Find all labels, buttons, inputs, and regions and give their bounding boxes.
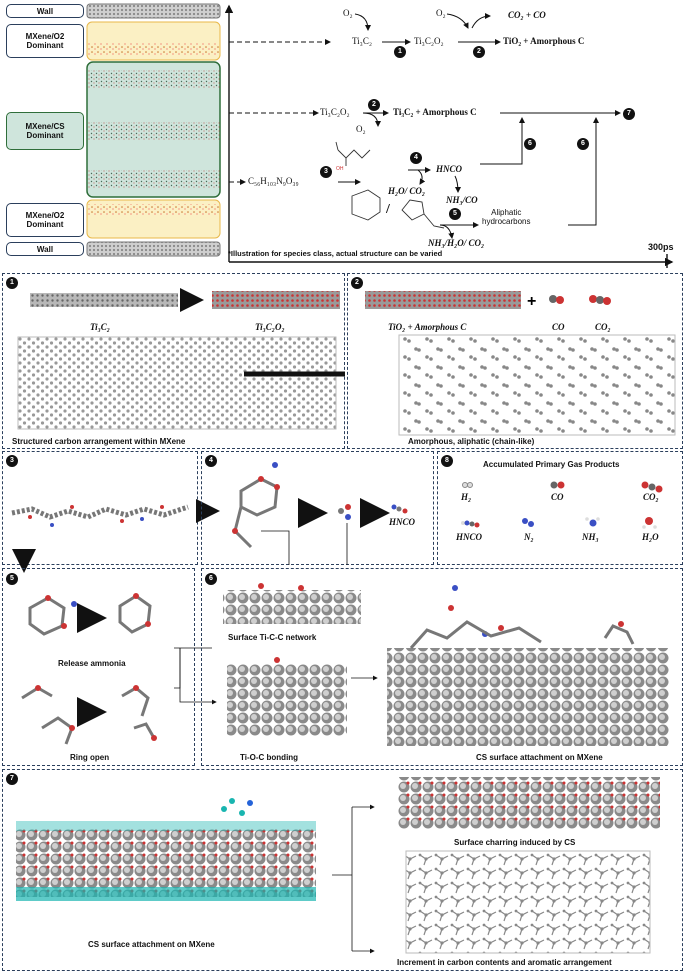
p8-title: Accumulated Primary Gas Products	[483, 460, 620, 469]
panel-4-badge: 4	[205, 455, 217, 467]
panel-1-badge: 1	[6, 277, 18, 289]
panel-1	[2, 273, 345, 449]
r1-products: TiO₂ + Amorphous C	[503, 36, 585, 46]
step-1-badge: 1	[394, 46, 406, 58]
panel-2-graphics: +	[365, 291, 676, 436]
r1-ti3c2o2: Ti₃C₂O₂	[414, 36, 444, 46]
p8-gas-h2: H₂	[461, 492, 472, 502]
panel-7-graphics	[16, 777, 660, 954]
p5-release: Release ammonia	[58, 659, 126, 668]
panel-8-badge: 8	[441, 455, 453, 467]
cs-label: MXene/CS Dominant	[6, 112, 84, 150]
p4-hnco: HNCO	[389, 517, 416, 527]
panel-8	[437, 451, 683, 565]
p8-gas-hnco: HNCO	[456, 532, 483, 542]
r3-formula: C₅₆H₁₀₃N₉O₃₉	[248, 176, 299, 186]
p8-gas-n2: N₂	[524, 532, 534, 542]
footnote: *Illustration for species class, actual …	[228, 249, 443, 258]
p6-attach: CS surface attachment on MXene	[476, 753, 603, 762]
step-2b-badge: 2	[368, 99, 380, 111]
r3-hnco: HNCO	[436, 164, 463, 174]
p1-ti3c2: Ti₃C₂	[90, 322, 110, 332]
r2-o2: O₂	[356, 124, 366, 134]
r3-slash: /	[386, 202, 390, 217]
r3-nh3-co: NH₃/CO	[446, 195, 478, 205]
r3-aliphatic: Aliphatic hydrocarbons	[482, 208, 531, 226]
step-6a-badge: 6	[524, 138, 536, 150]
panel-1-graphics	[17, 288, 345, 430]
step-4-badge: 4	[410, 152, 422, 164]
o2-top-label: MXene/O2 Dominant	[6, 24, 84, 58]
step-3-badge: 3	[320, 166, 332, 178]
p6-bond: Ti-O-C bonding	[240, 753, 299, 762]
p1-caption: Structured carbon arrangement within MXe…	[12, 437, 186, 446]
p8-gas-co2: CO₂	[643, 492, 659, 502]
p8-gas-co: CO	[551, 492, 564, 502]
panel-6	[201, 568, 683, 766]
panel-5-graphics	[21, 593, 217, 745]
r2-products: Ti₃C₂ + Amorphous C	[393, 107, 477, 117]
p5-ring: Ring open	[70, 753, 110, 762]
p7-attach: CS surface attachment on MXene	[88, 940, 215, 949]
panel-4-graphics	[232, 462, 408, 565]
p7-charring: Surface charring induced by CS	[454, 838, 576, 847]
r1-gases: CO₂ + CO	[508, 10, 546, 20]
panel-2	[347, 273, 683, 449]
panel-7-badge: 7	[6, 773, 18, 785]
panel-3-graphics	[11, 499, 220, 573]
svg-text:+: +	[527, 293, 536, 310]
step-6b-badge: 6	[577, 138, 589, 150]
step-7-badge: 7	[623, 108, 635, 120]
panel-7	[2, 769, 683, 971]
p8-gas-h2o: H₂O	[642, 532, 659, 542]
wall-bottom-label: Wall	[6, 242, 84, 256]
panel-2-badge: 2	[351, 277, 363, 289]
p6-network: Surface Ti-C-C network	[228, 633, 317, 642]
p1-ti3c2o2: Ti₃C₂O₂	[255, 322, 285, 332]
svg-text:OH: OH	[336, 166, 344, 172]
panel-3-badge: 3	[6, 455, 18, 467]
r2-reactant: Ti₃C₂O₂	[320, 107, 350, 117]
panel-5	[2, 568, 195, 766]
r1-o2b: O₂	[436, 8, 446, 18]
top-diagram-svg: OH	[86, 3, 674, 268]
p8-gas-nh3: NH₃	[582, 532, 599, 542]
panel-6-graphics	[223, 583, 669, 746]
step-2-badge: 2	[473, 46, 485, 58]
panel-6-badge: 6	[205, 573, 217, 585]
wall-top-label: Wall	[6, 4, 84, 18]
r1-o2a: O₂	[343, 8, 353, 18]
r3-nh3-h2o-co2: NH₃/H₂O/ CO₂	[428, 238, 485, 248]
p2-caption: Amorphous, aliphatic (chain-like)	[408, 437, 535, 446]
p2-co2: CO₂	[595, 322, 611, 332]
step-5-badge: 5	[449, 208, 461, 220]
o2-bottom-label: MXene/O2 Dominant	[6, 203, 84, 237]
panel-4	[201, 451, 434, 565]
r1-ti3c2: Ti₃C₂	[352, 36, 372, 46]
r3-h2o-co2: H₂O/ CO₂	[388, 186, 426, 196]
time-label: 300ps	[648, 242, 674, 252]
panel-8-graphics	[461, 481, 663, 529]
panel-5-badge: 5	[6, 573, 18, 585]
p2-co: CO	[552, 322, 565, 332]
p7-increment: Increment in carbon contents and aromati…	[397, 958, 612, 967]
p2-products: TiO₂ + Amorphous C	[388, 322, 467, 332]
